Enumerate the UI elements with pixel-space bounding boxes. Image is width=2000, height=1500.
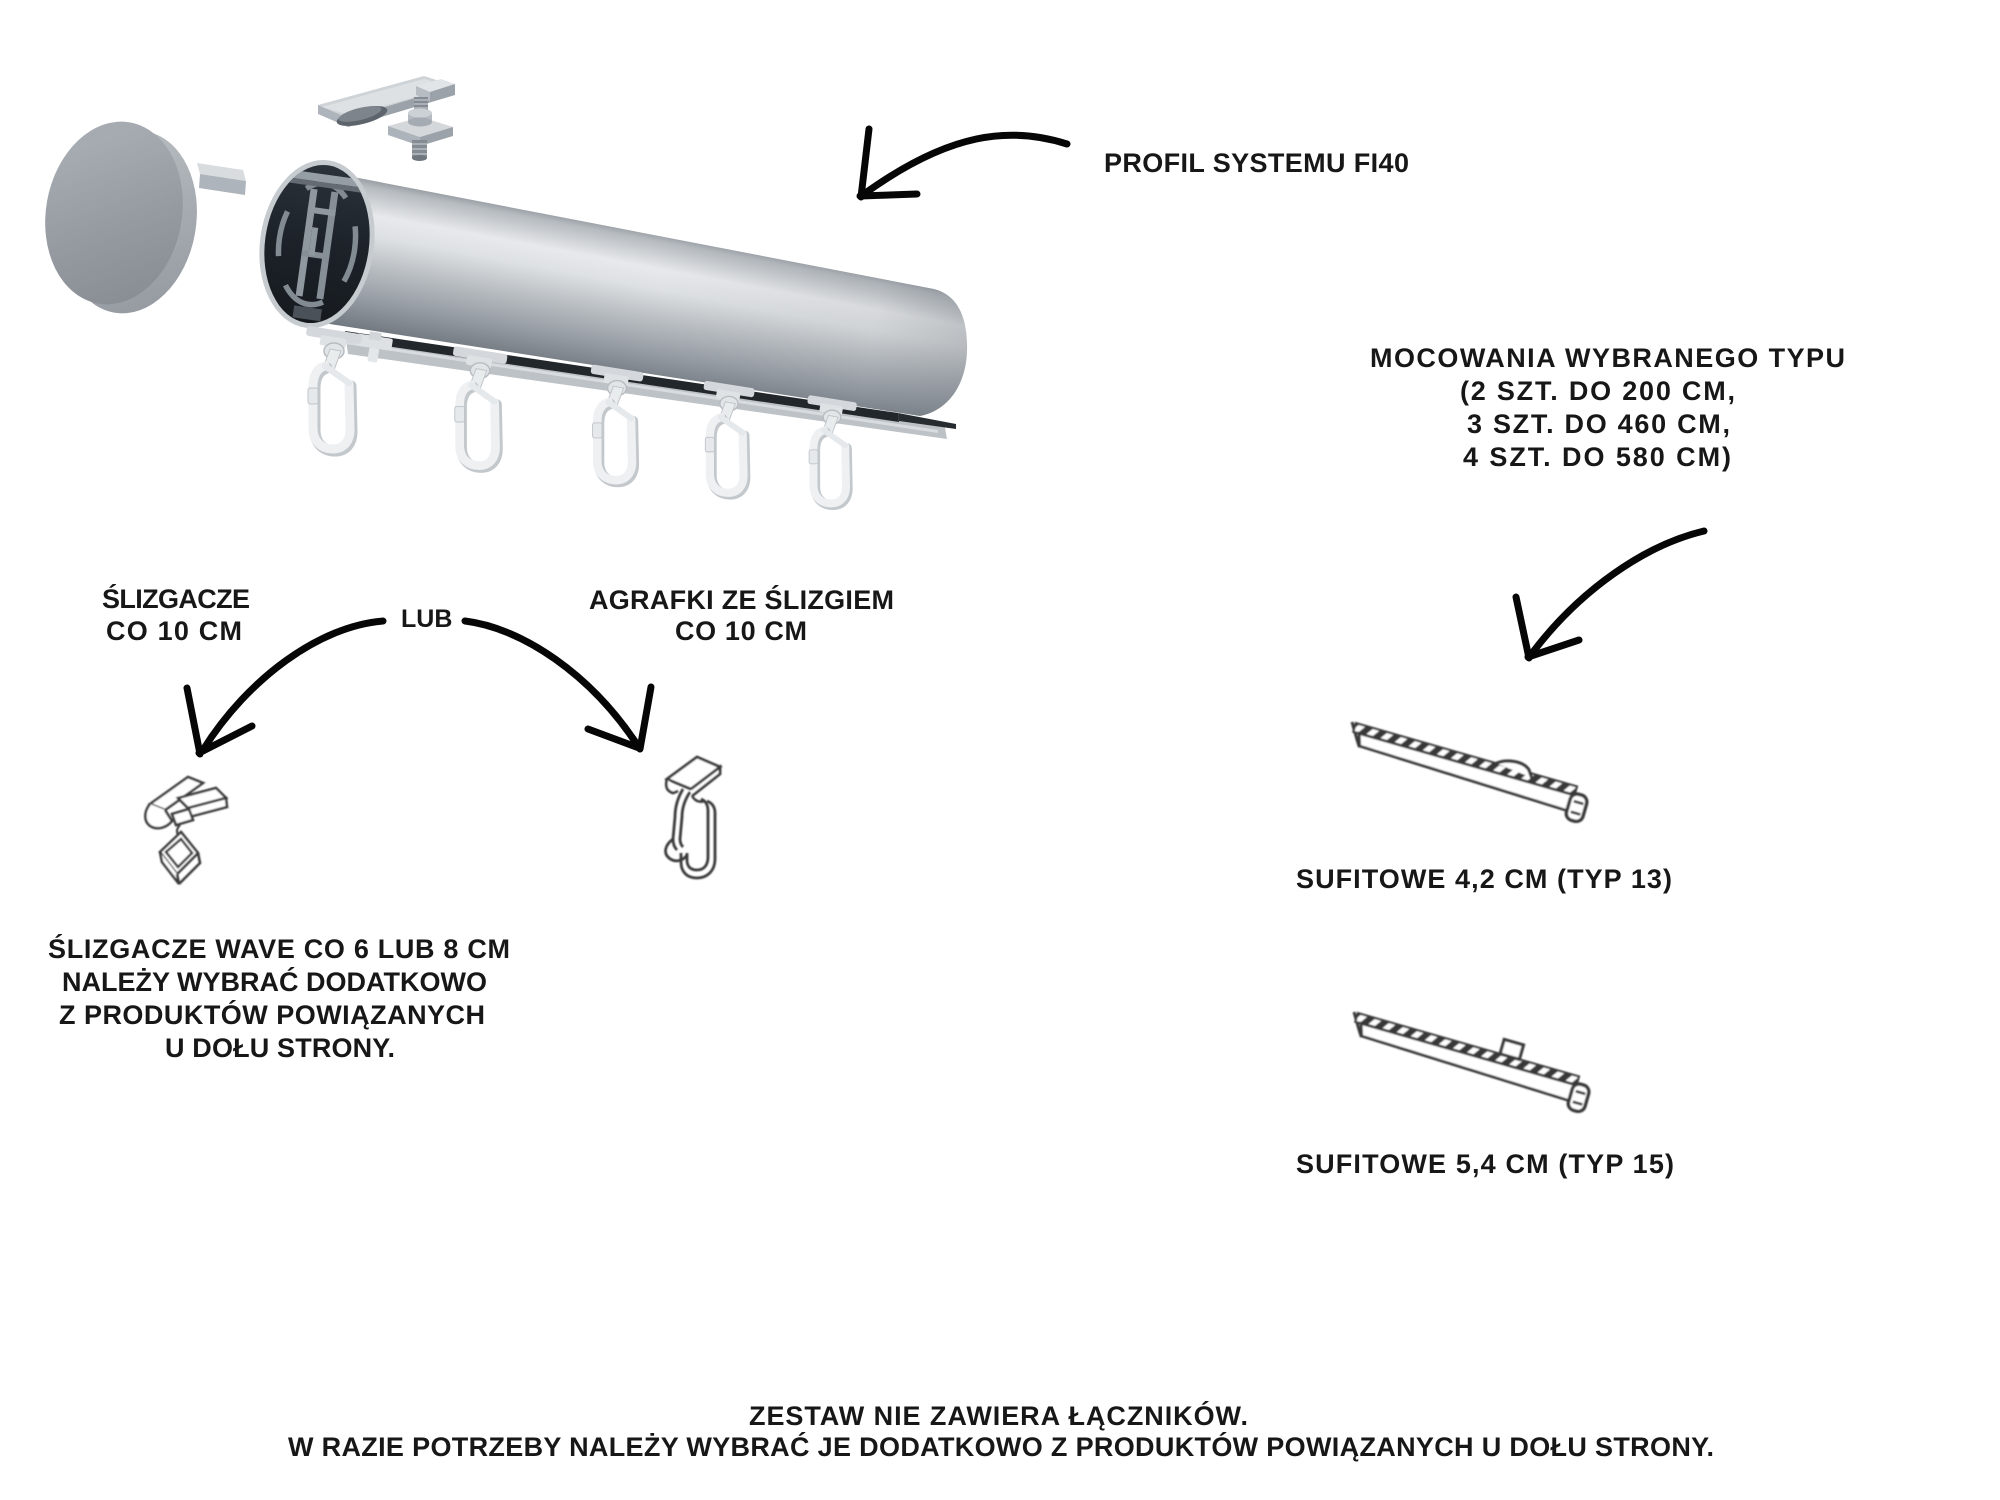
svg-text:W RAZIE POTRZEBY NALEŻY WYBRAĆ: W RAZIE POTRZEBY NALEŻY WYBRAĆ JE DODATK…: [288, 1431, 1714, 1462]
svg-text:ŚLIZGACZE: ŚLIZGACZE: [102, 583, 250, 614]
svg-text:SUFITOWE 4,2 CM (TYP 13): SUFITOWE 4,2 CM (TYP 13): [1296, 864, 1672, 894]
svg-text:(2 SZT. DO 200 CM,: (2 SZT. DO 200 CM,: [1460, 376, 1735, 406]
svg-text:CO 10 CM: CO 10 CM: [675, 616, 807, 646]
svg-text:SUFITOWE 5,4 CM (TYP 15): SUFITOWE 5,4 CM (TYP 15): [1296, 1149, 1674, 1179]
svg-text:4 SZT. DO 580 CM): 4 SZT. DO 580 CM): [1463, 442, 1731, 472]
svg-text:PROFIL SYSTEMU FI40: PROFIL SYSTEMU FI40: [1104, 148, 1409, 178]
svg-text:LUB: LUB: [401, 605, 452, 633]
svg-text:AGRAFKI ZE ŚLIZGIEM: AGRAFKI ZE ŚLIZGIEM: [589, 584, 894, 615]
svg-text:ZESTAW NIE ZAWIERA ŁĄCZNIKÓW.: ZESTAW NIE ZAWIERA ŁĄCZNIKÓW.: [749, 1400, 1248, 1431]
svg-text:MOCOWANIA WYBRANEGO TYPU: MOCOWANIA WYBRANEGO TYPU: [1370, 343, 1845, 373]
svg-text:3 SZT. DO 460 CM,: 3 SZT. DO 460 CM,: [1467, 409, 1730, 439]
svg-text:Z PRODUKTÓW POWIĄZANYCH: Z PRODUKTÓW POWIĄZANYCH: [59, 999, 485, 1030]
svg-text:U DOŁU STRONY.: U DOŁU STRONY.: [165, 1033, 395, 1063]
svg-text:ŚLIZGACZE WAVE CO 6 LUB 8 CM: ŚLIZGACZE WAVE CO 6 LUB 8 CM: [48, 933, 510, 964]
svg-text:CO 10 CM: CO 10 CM: [106, 616, 242, 646]
svg-text:NALEŻY WYBRAĆ DODATKOWO: NALEŻY WYBRAĆ DODATKOWO: [62, 966, 487, 997]
